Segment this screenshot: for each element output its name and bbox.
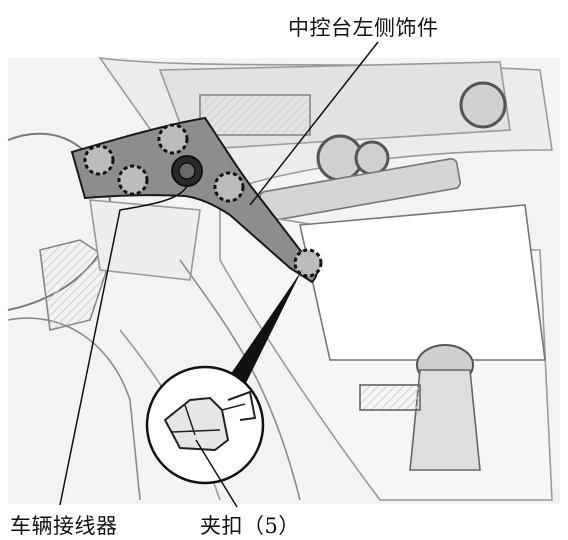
clip-4-icon	[213, 171, 245, 203]
label-vehicle-connector: 车辆接线器	[10, 514, 118, 538]
vehicle-connector-icon	[171, 155, 203, 187]
detail-callout-wedge	[230, 270, 302, 385]
leader-lines	[59, 41, 379, 508]
clip-2-icon	[117, 164, 149, 196]
label-clip: 夹扣（5）	[200, 514, 300, 538]
label-center-console-left-trim: 中控台左侧饰件	[288, 16, 439, 40]
hvac-knob-middle-icon	[354, 140, 390, 176]
clip-detail-view	[145, 365, 265, 485]
clip-1-icon	[83, 144, 115, 176]
clip-5-icon	[293, 248, 323, 278]
clip-markers	[83, 123, 323, 278]
car-interior-sketch	[7, 56, 560, 504]
leader-connector	[59, 185, 188, 506]
clip-3-icon	[157, 123, 189, 155]
hvac-knob-right-icon	[459, 81, 507, 129]
leader-trim	[249, 41, 379, 206]
leader-clip	[195, 439, 238, 508]
